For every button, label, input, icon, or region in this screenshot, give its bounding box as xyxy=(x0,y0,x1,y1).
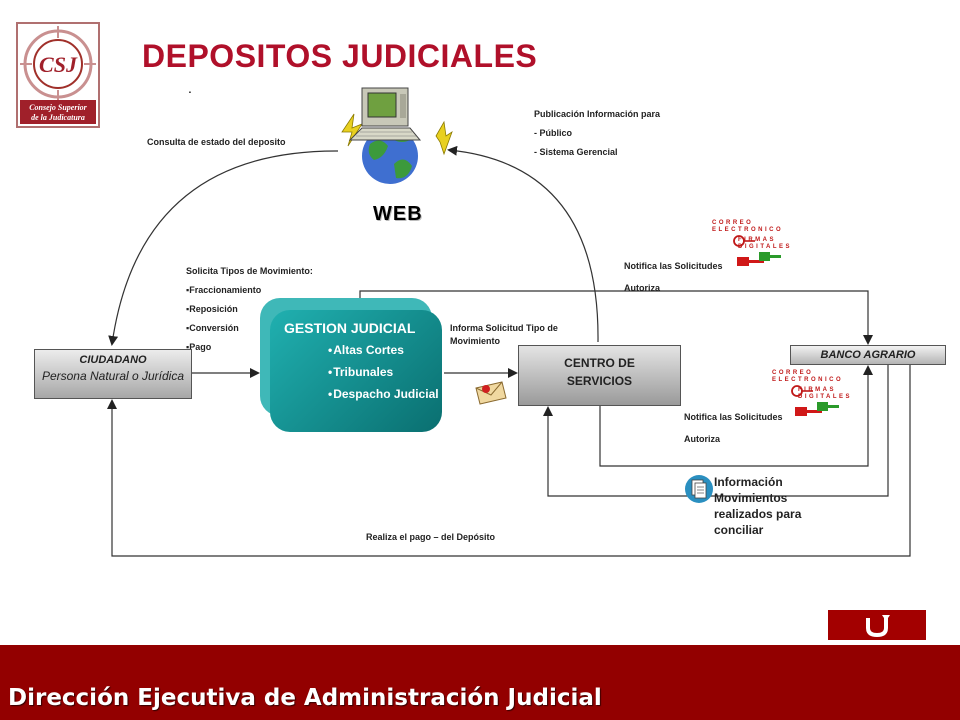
banco-title: BANCO AGRARIO xyxy=(820,349,916,361)
solicita-info: Solicita Tipos de Movimiento: ▪Fracciona… xyxy=(186,262,313,357)
keys-group-top: CORREO ELECTRONICO FIRMAS DIGITALES xyxy=(712,220,793,251)
svg-text:Consejo Superior: Consejo Superior xyxy=(29,103,87,112)
notifica-bottom-line2: Autoriza xyxy=(684,434,720,444)
centro-line2: SERVICIOS xyxy=(566,374,633,388)
notifica-top: Notifica las Solicitudes Autoriza xyxy=(624,255,723,299)
return-button[interactable] xyxy=(828,610,926,640)
solicita-item: ▪Fraccionamiento xyxy=(186,285,262,295)
publicacion-item: - Público xyxy=(534,128,572,138)
publicacion-info: Publicación Información para - Público -… xyxy=(534,105,660,162)
correo-label: CORREO ELECTRONICO xyxy=(772,370,844,383)
web-label: WEB xyxy=(373,203,423,225)
publicacion-item: - Sistema Gerencial xyxy=(534,147,618,157)
key-icons-bottom xyxy=(786,384,842,425)
realiza-pago-label: Realiza el pago – del Depósito xyxy=(366,532,496,542)
arc-consulta xyxy=(108,150,339,346)
info-movimientos: Información Movimientos realizados para … xyxy=(714,475,802,537)
solicita-title: Solicita Tipos de Movimiento: xyxy=(186,266,313,276)
gestion-item: Altas Cortes xyxy=(328,342,442,358)
footer-bar: Dirección Ejecutiva de Administración Ju… xyxy=(0,645,960,720)
ciudadano-box: CIUDADANO Persona Natural o Jurídica xyxy=(34,349,192,399)
publicacion-title: Publicación Información para xyxy=(534,109,661,119)
gestion-item: Despacho Judicial xyxy=(328,386,442,402)
arc-publicacion xyxy=(447,145,599,343)
centro-line1: CENTRO DE xyxy=(564,356,635,370)
envelope-icon xyxy=(474,380,508,411)
line-pago xyxy=(107,365,911,557)
line-gestion-banco xyxy=(359,290,873,345)
notifica-bottom-line1: Notifica las Solicitudes xyxy=(684,412,783,422)
firmas-label: FIRMAS DIGITALES xyxy=(798,387,853,400)
firmas-label: FIRMAS DIGITALES xyxy=(738,237,793,250)
gestion-item: Tribunales xyxy=(328,364,442,380)
title-dot: . xyxy=(188,80,192,96)
key-icons-top xyxy=(728,234,784,275)
web-computer-icon xyxy=(340,84,455,214)
gestion-judicial-box: GESTION JUDICIAL Altas Cortes Tribunales… xyxy=(270,310,442,432)
line-banco-centro xyxy=(543,365,889,497)
keys-group-bottom: CORREO ELECTRONICO FIRMAS DIGITALES xyxy=(772,370,853,401)
solicita-item: ▪Pago xyxy=(186,342,212,352)
footer-title: Dirección Ejecutiva de Administración Ju… xyxy=(8,685,602,711)
document-icon xyxy=(684,472,714,511)
consulta-label: Consulta de estado del deposito xyxy=(147,137,286,147)
csj-logo: CSJ Consejo Superior de la Judicatura xyxy=(16,22,100,128)
solicita-item: ▪Reposición xyxy=(186,304,238,314)
notifica-top-line2: Autoriza xyxy=(624,283,660,293)
banco-agrario-box: BANCO AGRARIO xyxy=(790,345,946,365)
page-title: DEPOSITOS JUDICIALES xyxy=(142,38,538,74)
ciudadano-title: CIUDADANO xyxy=(79,354,147,366)
svg-text:CSJ: CSJ xyxy=(39,52,78,77)
correo-label: CORREO ELECTRONICO xyxy=(712,220,784,233)
gestion-title: GESTION JUDICIAL xyxy=(284,320,416,336)
line-centro-banco xyxy=(599,365,873,467)
svg-text:de la Judicatura: de la Judicatura xyxy=(31,113,85,122)
notifica-bottom: Notifica las Solicitudes Autoriza xyxy=(684,406,783,450)
informa-label: Informa Solicitud Tipo de Movimiento xyxy=(450,323,558,346)
ciudadano-subtitle: Persona Natural o Jurídica xyxy=(41,369,185,383)
return-arrow-icon xyxy=(866,615,890,638)
solicita-item: ▪Conversión xyxy=(186,323,239,333)
notifica-top-line1: Notifica las Solicitudes xyxy=(624,261,723,271)
centro-servicios-box: CENTRO DE SERVICIOS xyxy=(518,345,681,406)
